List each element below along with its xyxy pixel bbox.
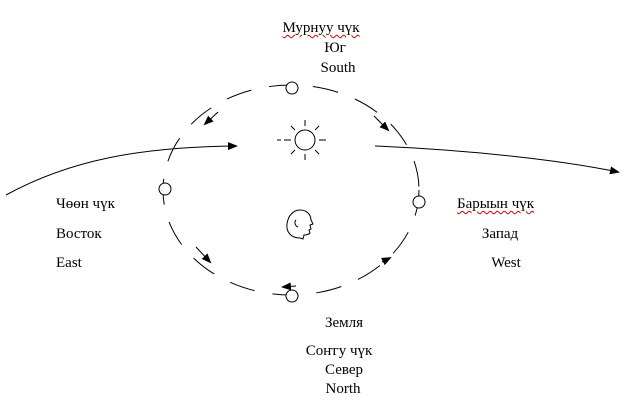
position-circle-bottom: [285, 289, 299, 303]
position-circle-left: [158, 182, 172, 196]
head-profile-icon: [286, 209, 314, 240]
orbit-arrow-bottom: [281, 282, 297, 291]
sun-path-curve: [5, 142, 238, 196]
position-circle-top: [285, 81, 299, 95]
east-label-ru: Восток: [56, 226, 102, 242]
west-label-local: Барыын чүк: [457, 196, 535, 212]
orbit-arrow-top-left: [203, 111, 219, 126]
sun-path-curve-right: [374, 145, 620, 175]
south-label-en: South: [320, 60, 356, 76]
west-label-en: West: [491, 255, 521, 271]
west-label-ru: Запад: [481, 226, 519, 242]
sun-icon: [277, 120, 326, 160]
north-label-local: Соҥгу чүк: [305, 343, 373, 359]
dashed-orbit: [162, 84, 420, 296]
east-label-en: East: [56, 255, 82, 271]
north-label-ru: Север: [325, 362, 363, 378]
position-circle-right: [412, 195, 426, 209]
south-label-ru: Юг: [324, 40, 346, 56]
earth-label: Земля: [324, 315, 364, 331]
orbit-arrow-bottom-left: [195, 246, 212, 264]
orbit-arrow-top-right: [373, 115, 390, 132]
east-label-local: Чөөн чүк: [56, 196, 115, 212]
north-label-en: North: [325, 381, 361, 397]
south-label-local: Мурнуу чүк: [282, 20, 360, 36]
orbit-arrow-bottom-right: [381, 257, 392, 266]
